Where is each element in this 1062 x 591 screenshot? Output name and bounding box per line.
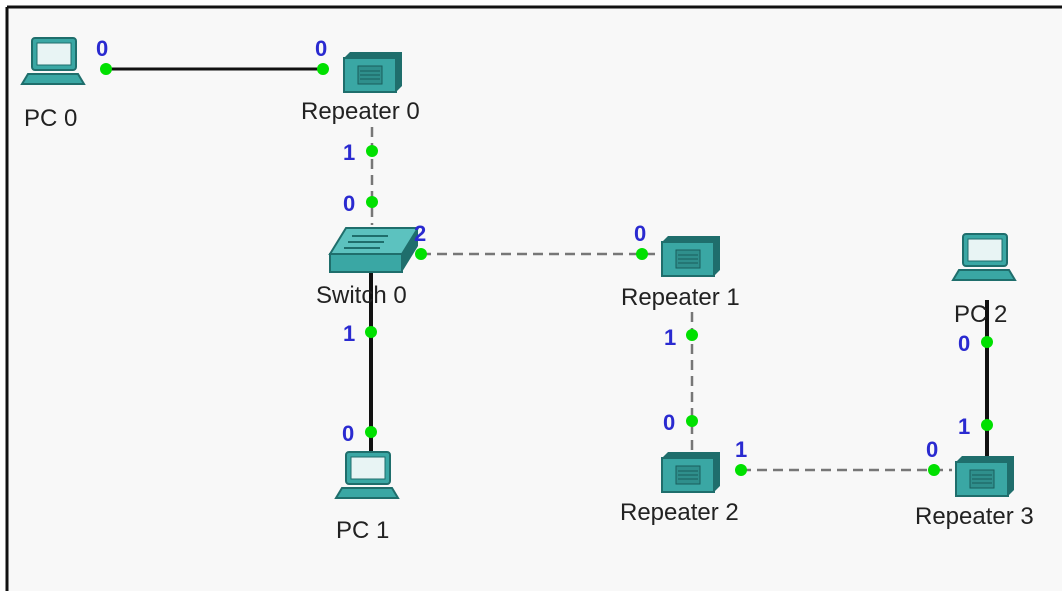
device-pc2[interactable] [951, 233, 1017, 281]
device-repeater1[interactable] [661, 236, 720, 277]
port-label-repeater2-0: 0 [663, 410, 675, 435]
repeater-icon [955, 456, 1014, 497]
port-dot-switch0-2 [415, 248, 427, 260]
device-label-repeater3: Repeater 3 [915, 503, 1034, 530]
device-pc0[interactable] [20, 37, 86, 85]
port-label-repeater2-1: 1 [735, 437, 747, 462]
port-dot-pc1-0 [365, 426, 377, 438]
port-dot-repeater1-1 [686, 329, 698, 341]
device-label-pc2: PC 2 [954, 301, 1007, 328]
port-label-repeater1-0: 0 [634, 221, 646, 246]
port-dot-pc0-0 [100, 63, 112, 75]
pc-icon [951, 233, 1017, 281]
device-label-switch0: Switch 0 [316, 282, 407, 309]
port-dot-repeater0-1 [366, 145, 378, 157]
port-dot-repeater3-1 [981, 419, 993, 431]
port-label-repeater0-0: 0 [315, 36, 327, 61]
device-label-repeater1: Repeater 1 [621, 284, 740, 311]
repeater-icon [661, 452, 720, 493]
device-label-pc1: PC 1 [336, 517, 389, 544]
port-label-repeater1-1: 1 [664, 325, 676, 350]
port-dot-switch0-1 [365, 326, 377, 338]
pc-icon [20, 37, 86, 85]
port-dot-switch0-0 [366, 196, 378, 208]
port-dot-repeater2-1 [735, 464, 747, 476]
device-label-repeater2: Repeater 2 [620, 499, 739, 526]
repeater-icon [661, 236, 720, 277]
port-label-switch0-2: 2 [414, 221, 426, 246]
device-switch0[interactable] [328, 227, 420, 273]
port-label-repeater3-1: 1 [958, 414, 970, 439]
device-repeater2[interactable] [661, 452, 720, 493]
port-label-pc2-0: 0 [958, 331, 970, 356]
port-label-pc1-0: 0 [342, 421, 354, 446]
device-repeater0[interactable] [343, 52, 402, 93]
device-repeater3[interactable] [955, 456, 1014, 497]
port-dot-pc2-0 [981, 336, 993, 348]
port-dot-repeater1-0 [636, 248, 648, 260]
repeater-icon [343, 52, 402, 93]
workspace-area[interactable] [7, 7, 1062, 591]
port-dot-repeater0-0 [317, 63, 329, 75]
device-pc1[interactable] [334, 451, 400, 499]
port-label-switch0-0: 0 [343, 191, 355, 216]
port-dot-repeater3-0 [928, 464, 940, 476]
pc-icon [334, 451, 400, 499]
device-label-pc0: PC 0 [24, 105, 77, 132]
port-label-pc0-0: 0 [96, 36, 108, 61]
port-label-repeater3-0: 0 [926, 437, 938, 462]
device-label-repeater0: Repeater 0 [301, 98, 420, 125]
switch-icon [328, 227, 420, 273]
port-label-repeater0-1: 1 [343, 140, 355, 165]
port-label-switch0-1: 1 [343, 321, 355, 346]
port-dot-repeater2-0 [686, 415, 698, 427]
